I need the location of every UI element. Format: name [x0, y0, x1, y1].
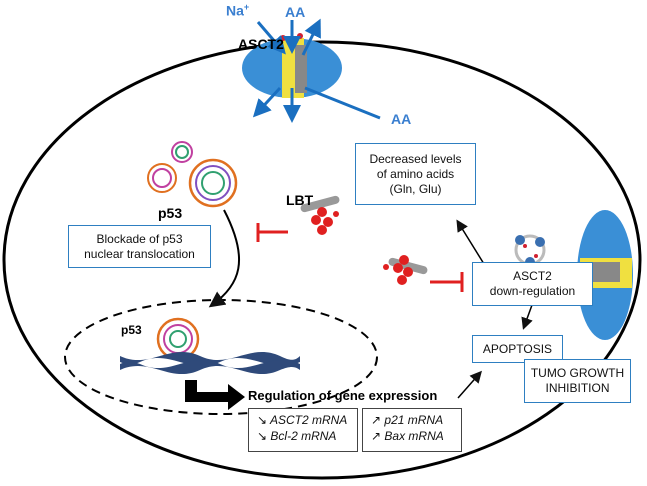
- arrow-to-apoptosis: [521, 304, 533, 330]
- up-arrow-icon: ↗: [371, 413, 382, 427]
- downreg-line-1: ASCT2: [513, 269, 552, 283]
- gene-row: ↘ Bcl-2 mRNA: [257, 429, 337, 443]
- arrow-gene-to-apoptosis: [457, 370, 482, 399]
- lbt-molecule: [300, 195, 340, 235]
- gene-row: ↗ Bax mRNA: [371, 429, 444, 443]
- inhibit-p53-translocation: [256, 223, 288, 242]
- sodium-ion-label: Na+: [226, 2, 250, 19]
- gene-row: ↘ ASCT2 mRNA: [257, 413, 348, 427]
- amino-acid-label-top: AA: [285, 4, 306, 20]
- upregulated-genes-box: ↗ p21 mRNA ↗ Bax mRNA: [362, 408, 462, 452]
- tumor-line-1: TUMO GROWTH: [530, 366, 625, 380]
- p53-nuclear-label: p53: [121, 323, 142, 337]
- amino-acid-label-bottom: AA: [391, 111, 412, 127]
- up-arrow-icon: ↗: [371, 429, 382, 443]
- arrow-to-decreased: [456, 219, 485, 265]
- asct2-transporter-right: [577, 210, 633, 340]
- decreased-line-3: (Gln, Glu): [389, 181, 442, 196]
- transcription-arrow: [185, 380, 245, 410]
- transport-arrows: [252, 18, 381, 123]
- gene-row: ↗ p21 mRNA: [371, 413, 444, 427]
- tumor-line-2: INHIBITION: [545, 381, 610, 395]
- apoptosis-text: APOPTOSIS: [482, 341, 553, 356]
- lbt-label: LBT: [286, 192, 314, 208]
- gene-expression-title: Regulation of gene expression: [248, 388, 438, 403]
- decreased-line-1: Decreased levels: [369, 151, 462, 166]
- asct2-label: ASCT2: [238, 36, 284, 52]
- p53-protein-cluster: [147, 141, 238, 208]
- lbt-molecule-2: [383, 255, 428, 285]
- tumor-growth-inhibition-box: TUMO GROWTH INHIBITION: [524, 359, 631, 403]
- p53-label: p53: [158, 205, 183, 221]
- blockade-line-2: nuclear translocation: [84, 246, 195, 261]
- cell-membrane: [2, 40, 642, 480]
- decreased-aa-box: Decreased levels of amino acids (Gln, Gl…: [355, 143, 476, 205]
- asct2-downregulation-box: ASCT2 down-regulation: [472, 262, 593, 306]
- down-arrow-icon: ↘: [257, 429, 268, 443]
- blockade-box: Blockade of p53 nuclear translocation: [68, 225, 211, 268]
- dna-helix: [120, 351, 300, 375]
- decreased-line-2: of amino acids: [376, 166, 455, 181]
- downreg-line-2: down-regulation: [489, 284, 576, 298]
- inhibit-asct2: [430, 272, 464, 292]
- down-arrow-icon: ↘: [257, 413, 268, 427]
- translocation-arrow: [208, 209, 240, 308]
- apoptosis-box: APOPTOSIS: [472, 335, 563, 363]
- blockade-line-1: Blockade of p53: [96, 231, 183, 246]
- downregulated-genes-box: ↘ ASCT2 mRNA ↘ Bcl-2 mRNA: [248, 408, 358, 452]
